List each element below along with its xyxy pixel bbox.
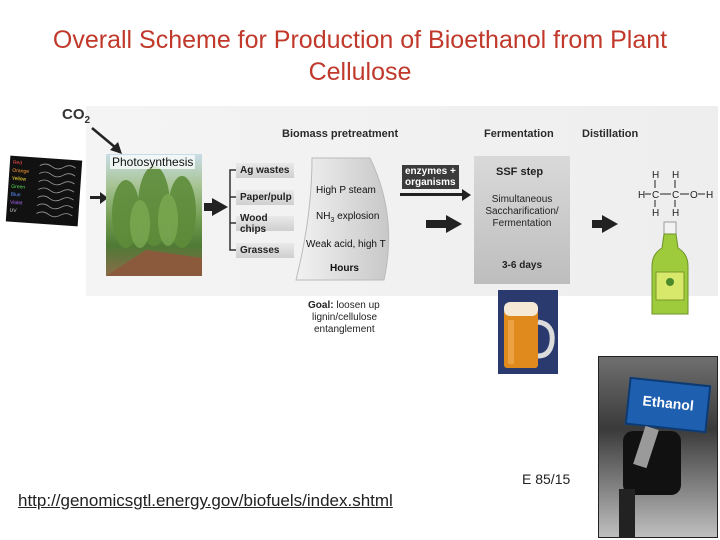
stage-biomass-pretreatment: Biomass pretreatment bbox=[282, 128, 399, 140]
e85-label: E 85/15 bbox=[522, 471, 571, 487]
enzymes-arrow-shaft bbox=[400, 193, 464, 196]
trees-arrow-head bbox=[212, 198, 228, 216]
spectrum-arrow-head bbox=[100, 192, 108, 204]
item-hours: Hours bbox=[330, 263, 359, 274]
enzymes-arrow-head bbox=[462, 189, 471, 201]
ssf-time: 3-6 days bbox=[501, 260, 543, 271]
pump-label-panel: Ethanol bbox=[624, 376, 712, 434]
trees-arrow-shaft bbox=[204, 203, 214, 211]
wave-lines-graphic bbox=[36, 163, 76, 218]
ssf-step-box: SSF step Simultaneous Saccharification/ … bbox=[474, 156, 570, 284]
ssf-description: Simultaneous Saccharification/ Fermentat… bbox=[485, 194, 559, 229]
stage-distillation: Distillation bbox=[582, 128, 639, 140]
ethanol-pump-photo: Ethanol bbox=[598, 356, 718, 538]
svg-text:H: H bbox=[652, 208, 659, 218]
svg-text:H: H bbox=[638, 190, 645, 201]
beer-mug-photo bbox=[498, 290, 558, 374]
pretreatment-arrow-shaft bbox=[426, 220, 448, 228]
goal-label: Goal: bbox=[308, 300, 334, 311]
poplar-trees-photo bbox=[106, 154, 202, 276]
svg-text:C: C bbox=[652, 190, 659, 201]
source-url-link[interactable]: http://genomicsgtl.energy.gov/biofuels/i… bbox=[18, 491, 393, 510]
co2-arrow bbox=[91, 127, 122, 154]
feedstock-ag-wastes: Ag wastes bbox=[236, 163, 294, 178]
pretreatment-funnel bbox=[295, 157, 390, 281]
ethanol-bottle-photo bbox=[651, 221, 689, 315]
feedstock-paper-pulp: Paper/pulp bbox=[236, 190, 294, 205]
light-spectrum-panel: Red Orange Yellow Green Blue Violet UV bbox=[5, 155, 83, 227]
fermentation-arrow-head bbox=[602, 215, 618, 233]
photosynthesis-label: Photosynthesis bbox=[110, 155, 196, 169]
tree-shapes-graphic bbox=[106, 166, 202, 276]
pretreatment-items: High P steam NH3 explosion Weak acid, hi… bbox=[306, 184, 386, 276]
item-nh3-explosion: NH3 explosion bbox=[316, 211, 380, 224]
stage-fermentation: Fermentation bbox=[484, 128, 554, 140]
goal-text: Goal: loosen up lignin/cellulose entangl… bbox=[308, 300, 380, 335]
feedstock-grasses: Grasses bbox=[236, 243, 294, 258]
pretreatment-arrow-head bbox=[446, 215, 462, 233]
ssf-title: SSF step bbox=[496, 166, 544, 178]
slide-title: Overall Scheme for Production of Bioetha… bbox=[52, 26, 668, 86]
svg-text:C: C bbox=[672, 190, 679, 201]
svg-text:H: H bbox=[672, 208, 679, 218]
pump-hose bbox=[619, 489, 635, 537]
pump-ethanol-text: Ethanol bbox=[641, 392, 695, 414]
enzymes-organisms-label: enzymes + organisms bbox=[402, 165, 459, 189]
co2-label: CO2 bbox=[62, 106, 91, 126]
fermentation-arrow-shaft bbox=[592, 220, 604, 228]
spectrum-arrow-shaft bbox=[90, 196, 102, 199]
item-weak-acid: Weak acid, high T bbox=[306, 239, 386, 250]
svg-text:O: O bbox=[690, 190, 698, 201]
svg-text:H: H bbox=[652, 170, 659, 181]
item-high-p-steam: High P steam bbox=[316, 185, 376, 196]
svg-text:H: H bbox=[706, 190, 713, 201]
svg-text:H: H bbox=[672, 170, 679, 181]
feedstock-wood-chips: Wood chips bbox=[236, 213, 294, 235]
